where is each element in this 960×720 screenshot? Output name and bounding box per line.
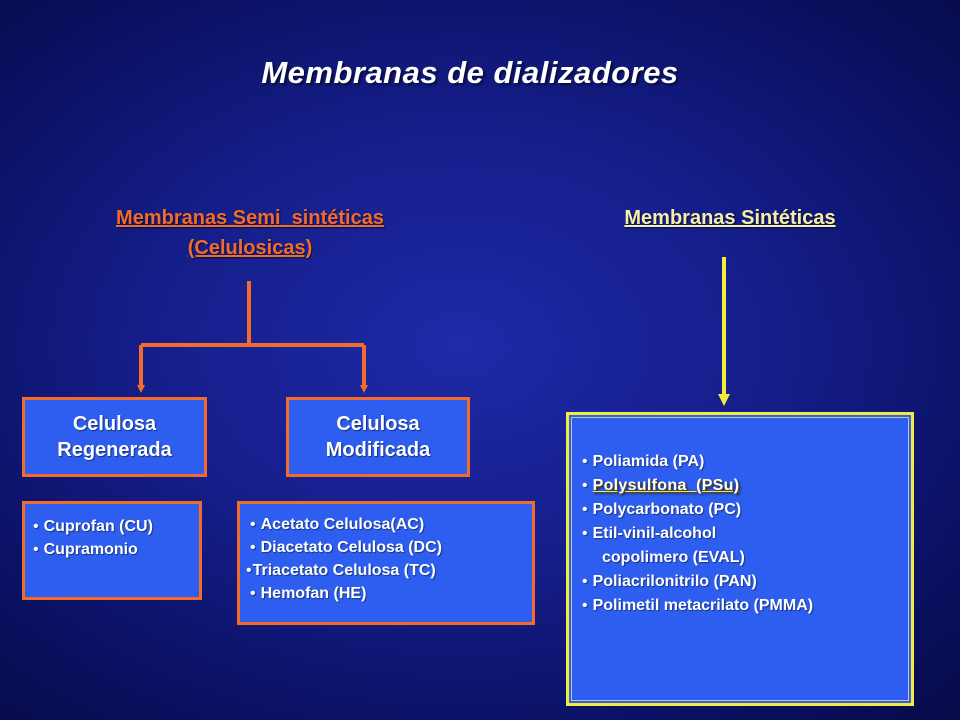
slide-title: Membranas de dializadores — [261, 55, 679, 90]
bullet: • — [33, 541, 39, 558]
list-item: •Polycarbonato (PC) — [582, 498, 901, 522]
regenerada-line2: Regenerada — [57, 439, 172, 461]
item-triacetato: Triacetato Celulosa (TC) — [252, 562, 436, 579]
regenerada-list: •Cuprofan (CU) •Cupramonio — [22, 501, 202, 600]
list-item: •Cupramonio — [33, 538, 191, 561]
list-item: •Polysulfona (PSu) — [582, 474, 901, 498]
list-item: •Poliamida (PA) — [582, 450, 901, 474]
item-cupramonio: Cupramonio — [43, 541, 138, 558]
list-item: •Etil-vinil-alcohol — [582, 522, 901, 546]
bullet: • — [250, 585, 256, 602]
list-item: •Acetato Celulosa(AC) — [246, 513, 526, 536]
item-poliacrilonitrilo: Poliacrilonitrilo (PAN) — [592, 573, 757, 590]
bullet: • — [582, 477, 588, 494]
modificada-line1: Celulosa — [336, 413, 420, 435]
list-item: •Cuprofan (CU) — [33, 515, 191, 538]
list-item: •Diacetato Celulosa (DC) — [246, 536, 526, 559]
bullet: • — [582, 573, 588, 590]
bullet: • — [250, 539, 256, 556]
list-item: •Polimetil metacrilato (PMMA) — [582, 594, 901, 618]
semi-synthetic-heading-line1: Membranas Semi sintéticas — [116, 207, 384, 229]
item-polimetil-metacrilato: Polimetil metacrilato (PMMA) — [592, 597, 814, 614]
celulosa-modificada-box: Celulosa Modificada — [286, 397, 470, 477]
modificada-list: •Acetato Celulosa(AC) •Diacetato Celulos… — [237, 501, 535, 625]
item-polysulfona: Polysulfona (PSu) — [592, 477, 740, 494]
semi-synthetic-heading-line2: (Celulosicas) — [187, 237, 313, 259]
item-acetato: Acetato Celulosa(AC) — [260, 516, 425, 533]
item-copolimero: copolimero (EVAL) — [602, 549, 745, 566]
item-cuprofan: Cuprofan (CU) — [43, 518, 153, 535]
bullet: • — [582, 597, 588, 614]
item-diacetato: Diacetato Celulosa (DC) — [260, 539, 442, 556]
synthetic-list: •Poliamida (PA) •Polysulfona (PSu) •Poly… — [566, 412, 914, 706]
bullet: • — [250, 516, 256, 533]
bullet: • — [582, 501, 588, 518]
list-item: •Hemofan (HE) — [246, 582, 526, 605]
list-item-continuation: copolimero (EVAL) — [582, 546, 901, 570]
bullet: • — [582, 525, 588, 542]
semi-synthetic-heading: Membranas Semi sintéticas (Celulosicas) — [40, 203, 460, 263]
modificada-line2: Modificada — [325, 439, 431, 461]
bullet: • — [33, 518, 39, 535]
synthetic-heading: Membranas Sintéticas — [624, 207, 836, 229]
item-polycarbonato: Polycarbonato (PC) — [592, 501, 742, 518]
item-etil-vinil-alcohol: Etil-vinil-alcohol — [592, 525, 717, 542]
item-poliamida: Poliamida (PA) — [592, 453, 705, 470]
bullet: • — [246, 562, 252, 579]
list-item: •Triacetato Celulosa (TC) — [246, 559, 526, 582]
regenerada-line1: Celulosa — [72, 413, 157, 435]
list-item: •Poliacrilonitrilo (PAN) — [582, 570, 901, 594]
bullet: • — [582, 453, 588, 470]
item-hemofan: Hemofan (HE) — [260, 585, 367, 602]
celulosa-regenerada-box: Celulosa Regenerada — [22, 397, 207, 477]
